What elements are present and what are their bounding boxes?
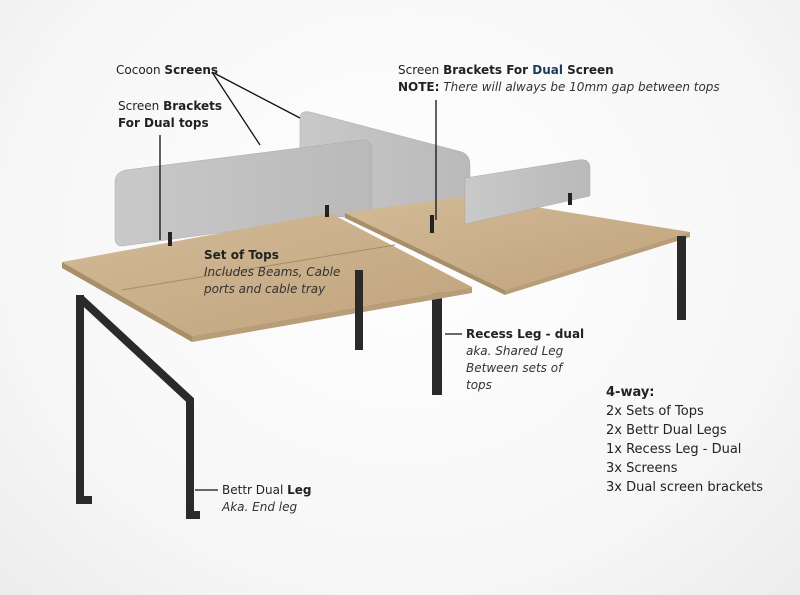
leader-lines xyxy=(159,71,462,491)
summary-item: 2x Sets of Tops xyxy=(606,404,704,419)
summary-item: 2x Bettr Dual Legs xyxy=(606,423,727,438)
label-end-leg: Bettr Dual Leg Aka. End leg xyxy=(222,483,312,514)
label-cocoon-screens: Cocoon Screens xyxy=(116,63,219,77)
left-desk xyxy=(62,193,572,519)
summary-item: 3x Dual screen brackets xyxy=(606,480,764,495)
summary-item: 3x Screens xyxy=(606,461,678,476)
label-brackets-dual-screen: Screen Brackets For Dual Screen NOTE: Th… xyxy=(398,63,720,94)
label-set-of-tops: Set of Tops Includes Beams, Cable ports … xyxy=(204,248,341,296)
summary-item: 1x Recess Leg - Dual xyxy=(606,442,742,457)
label-brackets-dual-tops: Screen Brackets For Dual tops xyxy=(118,99,223,130)
summary-list: 4-way: 2x Sets of Tops 2x Bettr Dual Leg… xyxy=(606,383,763,497)
summary-title: 4-way: xyxy=(606,385,655,400)
label-recess-leg: Recess Leg - dual aka. Shared Leg Betwee… xyxy=(466,327,585,392)
screen-right xyxy=(464,159,591,225)
